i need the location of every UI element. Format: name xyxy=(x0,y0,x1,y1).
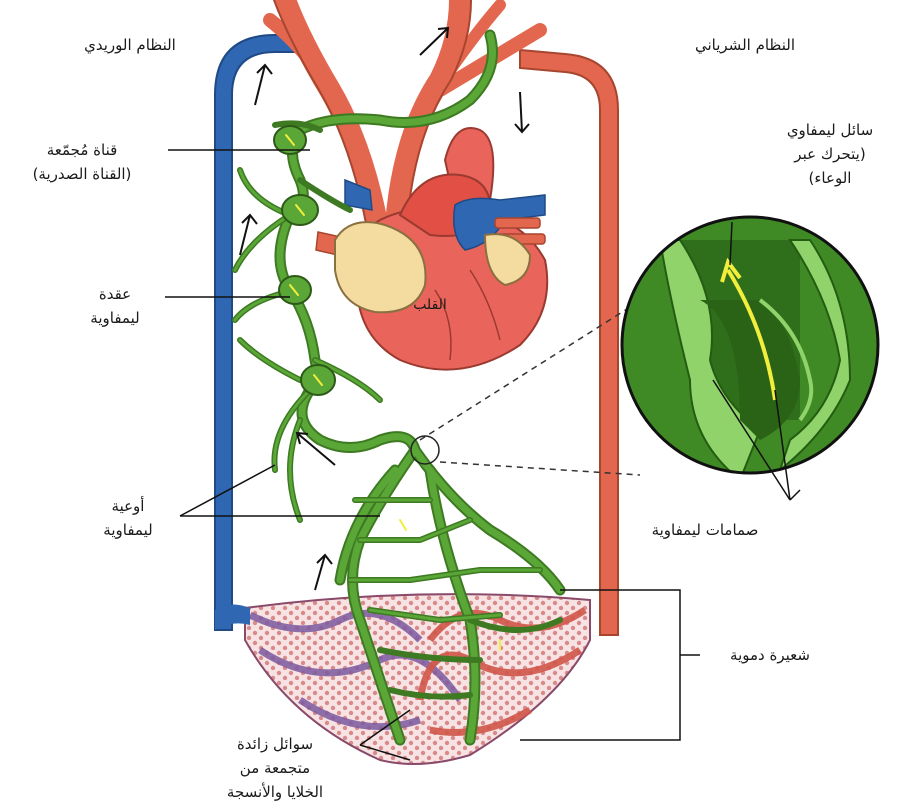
venous-system-label: النظام الوريدي xyxy=(60,33,200,57)
heart-label: القلب xyxy=(395,293,465,317)
lymph-node-label: عقدة ليمفاوية xyxy=(70,282,160,330)
lymph-fluid-label: سائل ليمفاوي (يتحرك عبر الوعاء) xyxy=(760,118,900,190)
arterial-system-label: النظام الشرياني xyxy=(670,33,820,57)
artery-vessel xyxy=(520,50,618,635)
capillary-label: شعيرة دموية xyxy=(705,643,835,667)
lymph-vessels-label: أوعية ليمفاوية xyxy=(78,494,178,542)
collecting-duct-label: قناة مُجمّعة (القناة الصدرية) xyxy=(0,138,164,186)
lymph-valves-label: صمامات ليمفاوية xyxy=(620,518,790,542)
excess-fluid-label: سوائل زائدة متجمعة من الخلايا والأنسجة xyxy=(200,732,350,804)
